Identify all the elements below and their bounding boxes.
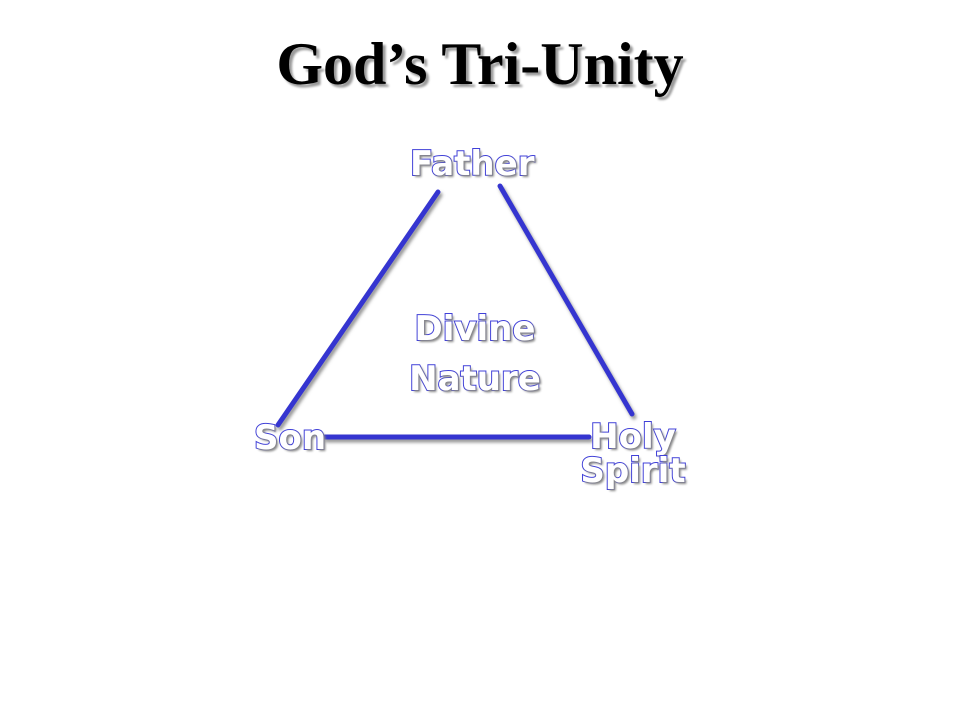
edge-father-son xyxy=(275,189,441,428)
node-holy-spirit: Holy Spirit xyxy=(578,417,688,491)
node-holy-spirit-line1: Holy xyxy=(589,417,677,457)
center-label-line1: Divine xyxy=(414,308,537,350)
node-father: Father xyxy=(409,143,535,185)
edge-father-holy-spirit xyxy=(497,183,635,417)
node-holy-spirit-line2: Spirit xyxy=(579,451,686,491)
center-label-divine-nature: Divine Nature xyxy=(395,304,555,404)
slide-title: God’s Tri-Unity xyxy=(276,31,684,97)
center-label-line2: Nature xyxy=(408,358,542,400)
node-son: Son xyxy=(253,417,327,459)
